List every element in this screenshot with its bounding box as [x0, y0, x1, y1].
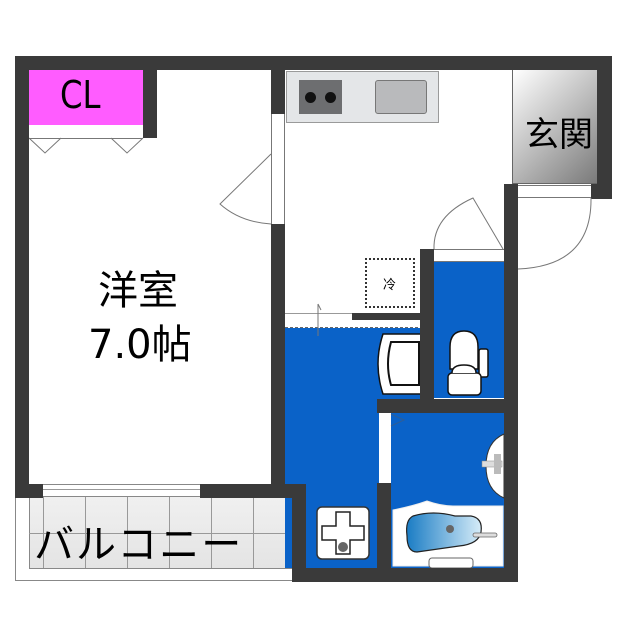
balcony-deck: [29, 497, 295, 569]
wall: [420, 249, 434, 399]
entrance-door-swing-icon: [517, 197, 592, 270]
fridge-label: 冷: [383, 278, 397, 293]
closet: [29, 70, 143, 125]
wall: [504, 184, 518, 582]
entrance: [512, 70, 597, 184]
wall: [143, 70, 157, 138]
toilet-door-swing-icon: [433, 197, 504, 250]
burner-icon: [305, 92, 316, 103]
toilet-door: [434, 249, 504, 262]
wall: [15, 484, 43, 498]
wall: [377, 399, 380, 413]
burner-icon: [325, 92, 336, 103]
wall: [200, 484, 305, 498]
room-door-swing-icon: [219, 153, 272, 225]
wall: [15, 56, 29, 497]
room-door-opening: [271, 114, 285, 224]
wall: [292, 568, 518, 582]
wall: [15, 56, 612, 70]
room-name: 洋室: [98, 268, 178, 314]
entrance-door: [518, 185, 591, 198]
toilet-icon: [447, 330, 489, 396]
wall: [377, 483, 391, 573]
room-size: 7.0帖: [88, 322, 192, 368]
balcony-window: [43, 484, 200, 497]
wall: [597, 56, 612, 199]
wall: [271, 70, 285, 114]
closet-threshold: [29, 125, 143, 139]
wall: [377, 399, 518, 413]
wall: [352, 313, 420, 320]
washbasin-icon: [377, 333, 428, 395]
fridge-space: [365, 258, 415, 308]
sliding-door-icon: [317, 303, 322, 336]
balcony-midline: [29, 533, 295, 534]
wall: [271, 224, 285, 484]
closet-label: CL: [60, 73, 101, 117]
wall: [591, 184, 612, 199]
closet-door-swing-icon: [28, 137, 144, 154]
balcony-label: バルコニー: [34, 522, 244, 568]
entrance-label: 玄関: [525, 115, 593, 155]
sink: [375, 80, 427, 114]
balcony-window-sash: [43, 489, 200, 490]
washing-machine-pan-icon: [316, 506, 370, 560]
bathroom-door-swing-icon: [390, 413, 406, 427]
bathroom-door: [379, 413, 391, 483]
wall: [292, 484, 306, 582]
bathtub-icon: [392, 500, 504, 569]
